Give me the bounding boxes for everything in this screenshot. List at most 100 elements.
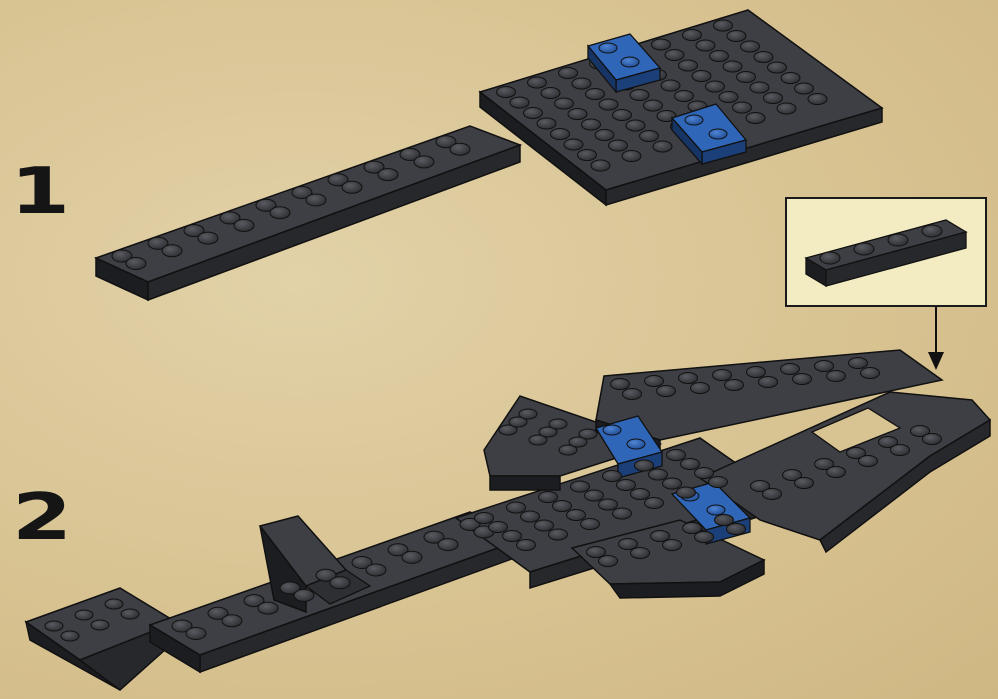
stud: [270, 207, 290, 219]
stud: [719, 92, 738, 103]
stud: [727, 524, 746, 535]
stud: [737, 72, 756, 83]
stud: [234, 219, 254, 231]
stud: [768, 62, 787, 73]
stud: [713, 370, 732, 381]
stud: [645, 376, 664, 387]
stud: [663, 540, 682, 551]
stud: [579, 429, 597, 439]
stud: [91, 620, 109, 630]
stud: [681, 459, 700, 470]
stud: [653, 141, 672, 152]
stud: [507, 502, 526, 513]
stud: [710, 51, 729, 62]
stud: [677, 487, 696, 498]
stud: [692, 71, 711, 82]
stud: [330, 577, 350, 589]
stud: [683, 30, 702, 41]
stud: [571, 481, 590, 492]
stud: [649, 469, 668, 480]
stud: [723, 61, 742, 72]
long-plate: [96, 126, 520, 300]
stud: [679, 373, 698, 384]
stud: [568, 109, 587, 120]
stud: [549, 419, 567, 429]
stud: [599, 99, 618, 110]
stud: [609, 140, 628, 151]
stud: [567, 510, 586, 521]
stud: [764, 93, 783, 104]
stud: [679, 60, 698, 71]
stud: [891, 445, 910, 456]
stud: [595, 130, 614, 141]
stud: [741, 41, 760, 52]
stud: [45, 621, 63, 631]
stud: [603, 471, 622, 482]
stud: [657, 386, 676, 397]
stud: [126, 258, 146, 270]
stud: [706, 81, 725, 92]
stud: [75, 610, 93, 620]
wide-plate: [480, 10, 882, 205]
stud: [859, 456, 878, 467]
stud: [489, 522, 508, 533]
stud: [294, 589, 314, 601]
stud: [652, 39, 671, 50]
stud: [524, 108, 543, 119]
stud: [541, 88, 560, 99]
stud: [759, 377, 778, 388]
stud: [503, 531, 522, 542]
stud: [551, 129, 570, 140]
stud: [222, 615, 242, 627]
stud: [695, 468, 714, 479]
stud: [696, 40, 715, 51]
stud: [162, 245, 182, 257]
stud: [475, 513, 494, 524]
stud: [622, 151, 641, 162]
stud: [519, 409, 537, 419]
stud: [559, 68, 578, 79]
stud: [795, 478, 814, 489]
stud: [781, 73, 800, 84]
stud: [258, 602, 278, 614]
stud: [582, 119, 601, 130]
stud: [555, 98, 574, 109]
stud: [599, 556, 618, 567]
step-2-assembly: [26, 350, 990, 690]
stud: [695, 532, 714, 543]
stud: [585, 490, 604, 501]
stud: [651, 531, 670, 542]
stud: [781, 364, 800, 375]
stud: [861, 368, 880, 379]
stud: [528, 77, 547, 88]
stud: [572, 78, 591, 89]
stud: [611, 379, 630, 390]
stud: [827, 371, 846, 382]
stud: [61, 631, 79, 641]
stud: [675, 91, 694, 102]
stud: [306, 194, 326, 206]
down-arrow-icon: [928, 306, 944, 370]
stud: [198, 232, 218, 244]
stud: [414, 156, 434, 168]
stud: [691, 383, 710, 394]
stud: [763, 489, 782, 500]
stud: [186, 628, 206, 640]
stud: [715, 515, 734, 526]
stud: [581, 519, 600, 530]
stud: [665, 50, 684, 61]
stud: [497, 87, 516, 98]
stud: [746, 113, 765, 124]
stud: [683, 523, 702, 534]
stud: [586, 89, 605, 100]
stud: [587, 547, 606, 558]
stud: [378, 169, 398, 181]
stud: [613, 508, 632, 519]
stud: [623, 389, 642, 400]
stud: [619, 539, 638, 550]
stud: [630, 90, 649, 101]
step-1-assembly: [96, 10, 882, 300]
stud: [450, 143, 470, 155]
stud: [849, 358, 868, 369]
